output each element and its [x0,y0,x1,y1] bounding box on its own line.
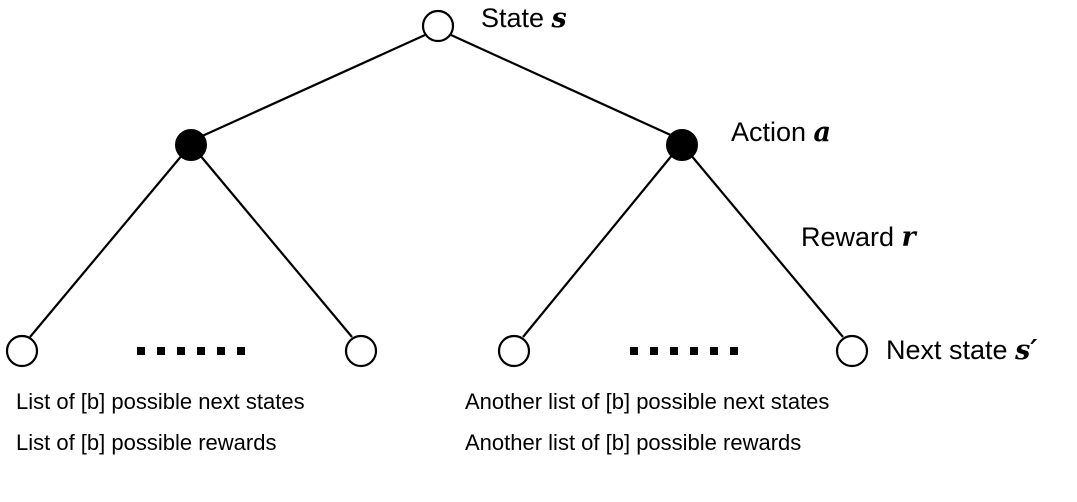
state-label-var: s [551,3,567,34]
ellipsis-dot [197,347,205,355]
next-state-node-2 [344,334,378,368]
action-label-text: Action [731,117,814,147]
next-state-node-3 [497,334,531,368]
next-state-node-1 [5,334,39,368]
action-node-left [175,129,207,161]
ellipsis-dot [730,347,738,355]
ellipsis-dot [650,347,658,355]
ellipsis-dot [630,347,638,355]
next-state-label-text: Next state [886,335,1015,365]
edge-left-action-to-leaf-1 [29,153,184,338]
next-state-label: Next state s′ [886,335,1037,366]
action-label: Action a [731,117,831,148]
action-label-var: a [814,117,832,148]
next-state-label-var: s′ [1014,335,1037,366]
ellipsis-left [137,347,245,355]
ellipsis-dot [710,347,718,355]
state-node-root [421,9,455,43]
ellipsis-right [630,347,738,355]
edge-root-to-right-action [450,33,676,139]
reward-label-text: Reward [801,222,902,252]
edge-left-action-to-leaf-2 [198,153,353,338]
ellipsis-dot [690,347,698,355]
edge-root-to-left-action [199,33,426,139]
state-label: State s [481,3,567,34]
ellipsis-dot [237,347,245,355]
ellipsis-dot [177,347,185,355]
edge-right-action-to-leaf-3 [522,153,674,338]
edge-right-action-to-leaf-4 [689,153,844,338]
ellipsis-dot [217,347,225,355]
next-state-node-4 [835,334,869,368]
reward-label: Reward r [801,222,918,253]
caption-right-next-states: Another list of [b] possible next states [465,389,829,414]
ellipsis-dot [157,347,165,355]
caption-right-rewards: Another list of [b] possible rewards [465,430,801,455]
ellipsis-dot [137,347,145,355]
reward-label-var: r [902,222,918,253]
caption-left-next-states: List of [b] possible next states [16,389,305,414]
caption-left-rewards: List of [b] possible rewards [16,430,276,455]
ellipsis-dot [670,347,678,355]
state-label-text: State [481,3,552,33]
action-node-right [666,129,698,161]
